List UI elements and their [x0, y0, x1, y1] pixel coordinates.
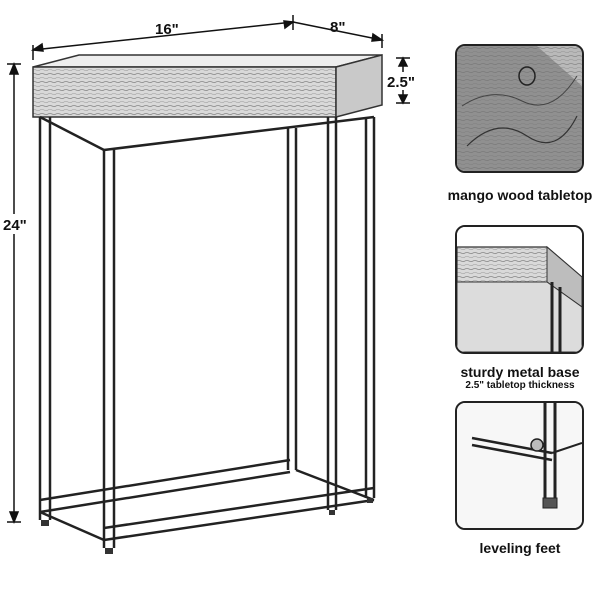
tabletop-detail-panel [455, 44, 584, 173]
leveling-feet [41, 498, 373, 554]
metal-base-detail-image [457, 227, 582, 352]
tabletop [32, 54, 383, 118]
leveling-feet-detail-panel [455, 401, 584, 530]
depth-dimension [292, 21, 385, 48]
callout-title-2: sturdy metal base [460, 364, 580, 380]
thickness-label: 2.5" [387, 74, 415, 91]
metal-base [38, 115, 376, 548]
callout-title-3: leveling feet [479, 540, 561, 556]
width-dimension [30, 15, 295, 60]
tabletop-detail-image [457, 46, 582, 171]
width-label: 16" [155, 21, 179, 38]
metal-base-detail-panel [455, 225, 584, 354]
depth-label: 8" [330, 19, 345, 36]
height-dimension [7, 61, 21, 525]
leveling-feet-detail-image [457, 403, 582, 528]
callout-title-1: mango wood tabletop [447, 187, 593, 203]
callout-subtitle-2: 2.5" tabletop thickness [465, 380, 575, 391]
height-label: 24" [3, 217, 27, 234]
